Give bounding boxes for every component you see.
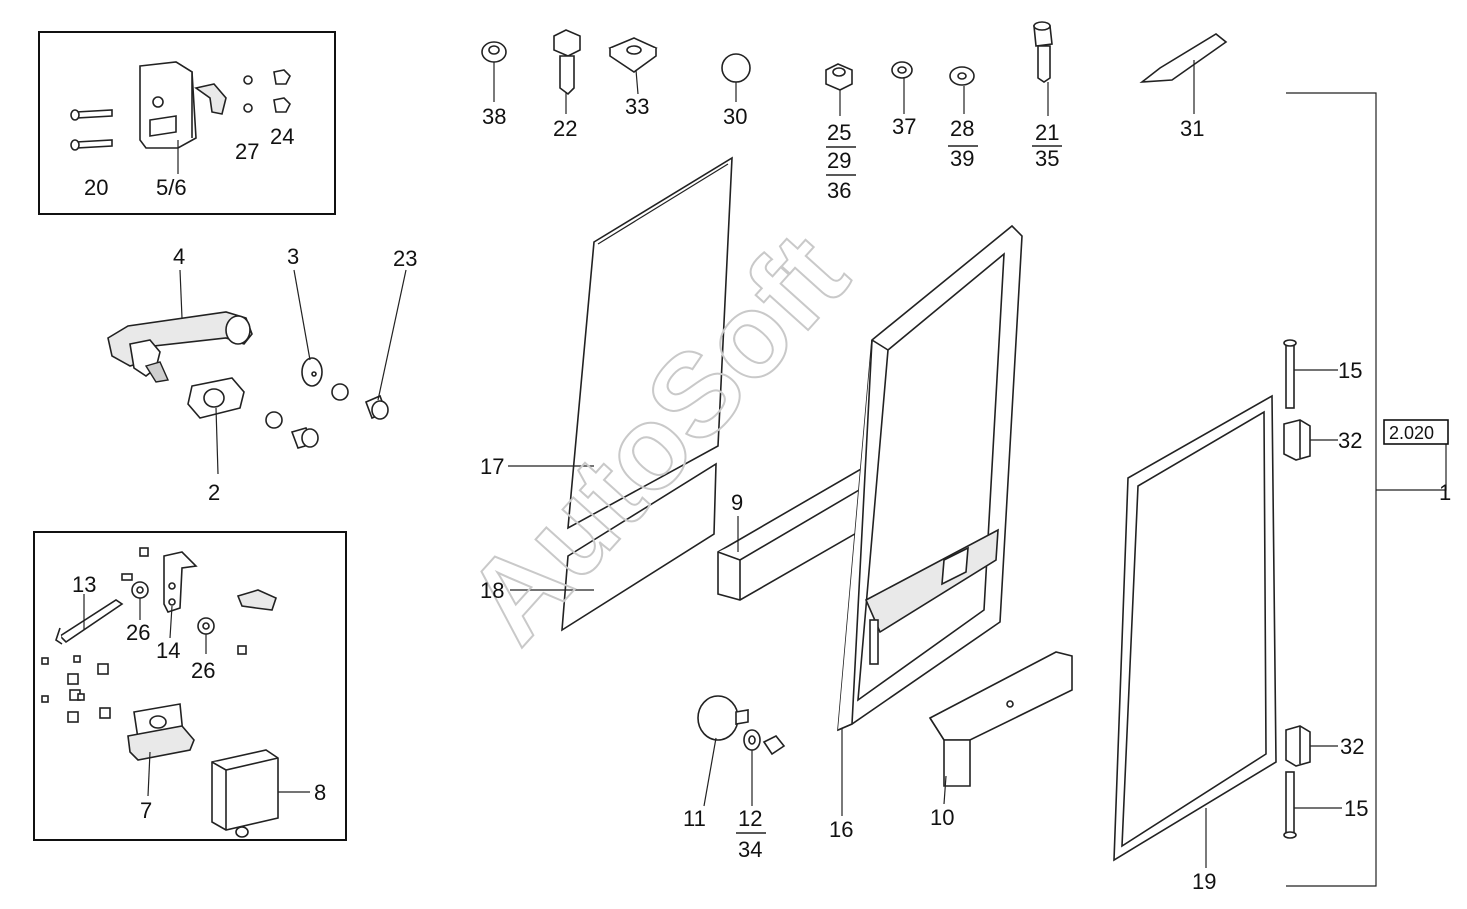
label-7: 7 [140,798,152,823]
label-38: 38 [482,104,506,129]
label-14: 14 [156,638,180,663]
hinge-32-top [1283,419,1311,461]
bolt-22 [553,29,581,96]
label-21: 21 [1035,120,1059,145]
label-20: 20 [84,175,108,200]
label-15-top: 15 [1338,358,1362,383]
label-33: 33 [625,94,649,119]
label-4: 4 [173,244,185,269]
label-15-bottom: 15 [1344,796,1368,821]
assembly-lead [1376,444,1447,491]
door-gasket-19 [1113,394,1277,862]
box-part-8 [211,749,279,838]
reference-label: 2.020 [1389,423,1434,443]
cage-nut-33 [608,37,658,73]
cam-part-3 [301,357,323,387]
label-39: 39 [950,146,974,171]
handle-part-4 [107,311,253,383]
label-19: 19 [1192,869,1216,894]
label-30: 30 [723,104,747,129]
label-28: 28 [950,116,974,141]
washer-37 [891,61,913,79]
escutcheon-part-2 [187,377,245,419]
bolt-21 [1033,21,1053,83]
label-18: 18 [480,578,504,603]
nut-24 [273,69,291,113]
label-34: 34 [738,837,762,862]
label-24: 24 [270,124,294,149]
label-10: 10 [930,805,954,830]
label-32-top: 32 [1338,428,1362,453]
label-36: 36 [827,178,851,203]
tool-31 [1139,33,1228,83]
label-23: 23 [393,246,417,271]
lock-body-part [139,61,227,149]
screw-20-b [70,139,113,151]
inset-box-bottom [33,531,347,841]
label-37: 37 [892,114,916,139]
bumper-part-11 [697,695,749,741]
angle-bracket-10 [928,651,1073,787]
glass-panel-17 [567,156,733,530]
bracket-part-14 [163,551,198,613]
door-frame-16 [837,224,1023,732]
small-fasteners [41,547,247,723]
label-1: 1 [1439,480,1451,505]
nut-25 [825,63,853,91]
label-25: 25 [827,120,851,145]
label-11: 11 [683,806,706,831]
leader-lines [83,60,1342,868]
screw-23 [331,383,389,420]
label-35: 35 [1035,146,1059,171]
inset-box-top [38,31,336,215]
cap-30 [721,53,751,83]
label-26-b: 26 [191,658,215,683]
reference-box [1383,419,1449,445]
washer-26-b [197,617,215,635]
label-31: 31 [1180,116,1204,141]
label-12: 12 [738,806,762,831]
screw-20-a [70,109,113,121]
washer-26-a [131,581,149,599]
label-29: 29 [827,148,851,173]
label-16: 16 [829,817,853,842]
rod-part-13 [55,599,124,645]
hinge-pin-15-bottom [1283,771,1297,839]
fraction-lines [736,145,1062,834]
spacer-34 [762,734,786,756]
label-3: 3 [287,244,299,269]
washer-12 [743,729,761,751]
washer-27 [243,75,253,113]
label-27: 27 [235,139,259,164]
label-5-6: 5/6 [156,175,187,200]
glass-panel-18 [561,462,717,632]
label-9: 9 [731,490,743,515]
washer-28 [949,66,975,86]
hinge-pin-15-top [1283,339,1297,409]
label-8: 8 [314,780,326,805]
label-22: 22 [553,116,577,141]
label-32-bottom: 32 [1340,734,1364,759]
label-2: 2 [208,480,220,505]
latch-part-7 [127,703,195,761]
label-13: 13 [72,572,96,597]
catch-part [236,589,277,611]
label-26-a: 26 [126,620,150,645]
label-17: 17 [480,454,504,479]
washer-38 [481,41,507,63]
screw-2 [265,411,319,449]
assembly-bracket [1286,92,1377,887]
hinge-32-bottom [1285,725,1311,767]
